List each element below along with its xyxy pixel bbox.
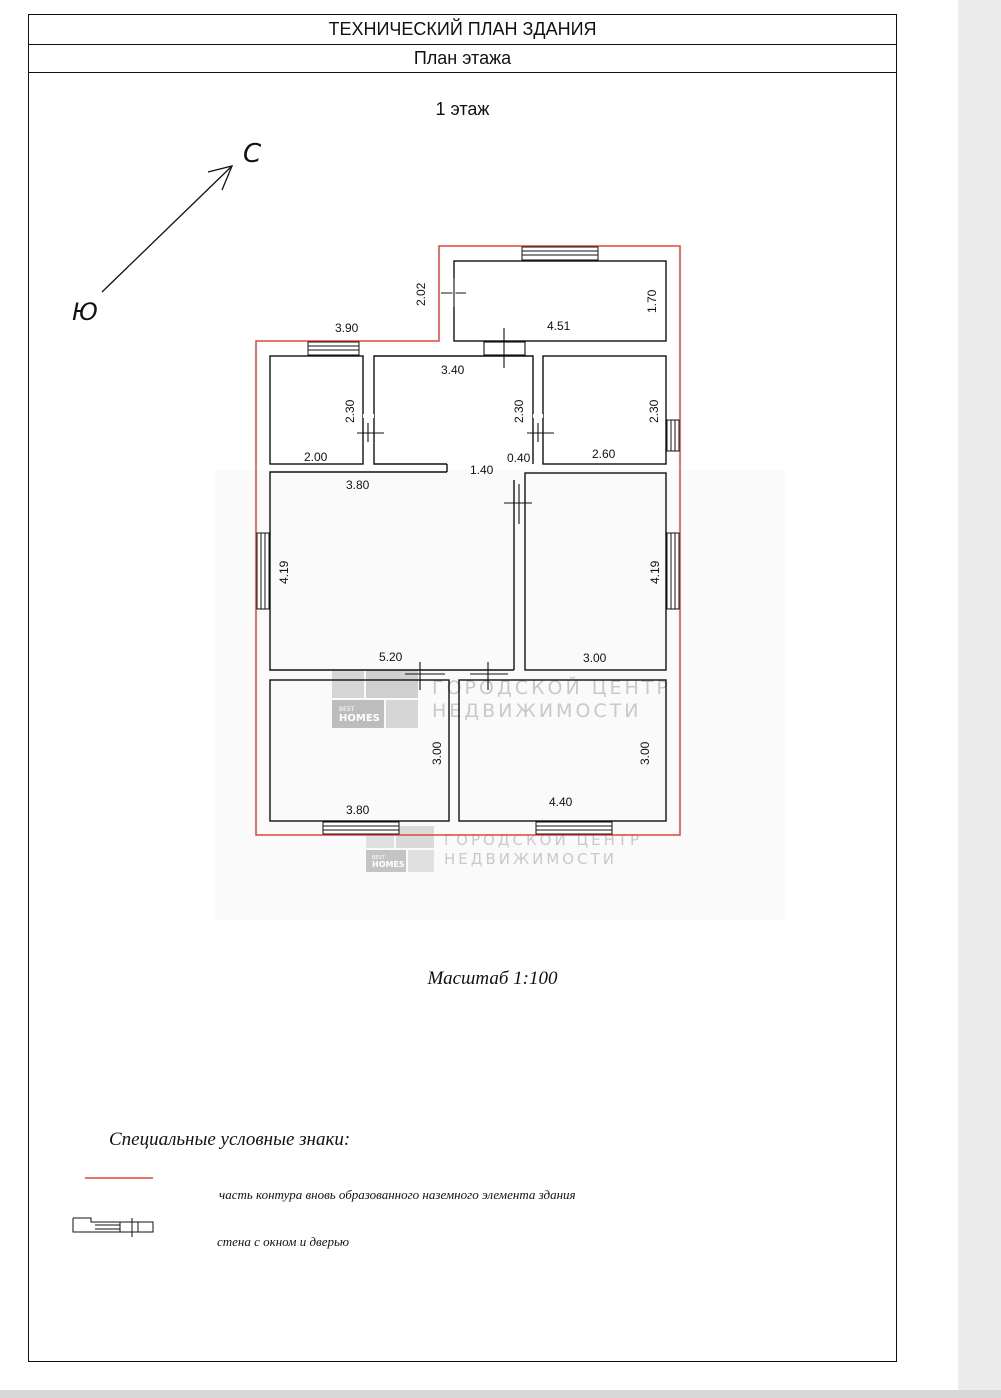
legend-contour-text: часть контура вновь образованного наземн…: [219, 1187, 576, 1202]
hall: [373, 355, 534, 465]
document-subtitle: План этажа: [29, 44, 896, 73]
dim-living-bottom: 5.20: [379, 650, 403, 664]
dim-corridor-width: 1.40: [470, 463, 494, 477]
building-contour: [255, 245, 681, 836]
watermark-logo-top: BEST: [339, 706, 355, 713]
dim-top-left-width: 3.90: [335, 321, 359, 335]
watermark-logo-bottom-2: HOMES: [372, 860, 405, 869]
window-room-g: [535, 821, 613, 835]
dim-door-gap: 0.40: [507, 451, 531, 465]
dim-room-f-width: 3.80: [346, 803, 370, 817]
room-e: [524, 472, 667, 671]
dim-top-left-outer: 2.02: [414, 282, 428, 306]
room-a: [269, 355, 364, 465]
watermark-line2: НЕДВИЖИМОСТИ: [432, 700, 642, 722]
compass-south-label: Ю: [72, 298, 98, 326]
watermark: BEST HOMES ГОРОДСКОЙ ЦЕНТР НЕДВИЖИМОСТИ …: [215, 470, 785, 920]
dim-hall-width: 3.40: [441, 363, 465, 377]
room-c: [542, 355, 667, 465]
dim-room-a-height: 2.30: [343, 399, 357, 423]
watermark-logo-top-2: BEST: [372, 855, 386, 861]
dim-room-f-height: 3.00: [430, 741, 444, 765]
dimension-labels: 4.51 1.70 2.02 3.90 3.40 2.30 2.00 2.30 …: [277, 282, 662, 817]
compass-north-label: С: [243, 139, 262, 169]
scale-label: Масштаб 1:100: [427, 968, 558, 989]
dim-room-a-width: 2.00: [304, 450, 328, 464]
legend-symbols: [72, 1177, 154, 1237]
room-g: [458, 679, 667, 822]
doors: [357, 278, 554, 690]
bottom-bar: [0, 1390, 1001, 1398]
drawing-frame: ТЕХНИЧЕСКИЙ ПЛАН ЗДАНИЯ План этажа 1 эта…: [28, 14, 897, 1362]
window-room-a: [307, 341, 360, 356]
window-top: [521, 246, 599, 261]
window-room-e: [666, 532, 680, 610]
watermark-logo-bottom: HOMES: [339, 713, 380, 724]
dim-living-height: 4.19: [277, 560, 291, 584]
dim-room-e-height: 4.19: [648, 560, 662, 584]
dim-room-g-height: 3.00: [638, 741, 652, 765]
dim-hall-height: 2.30: [512, 399, 526, 423]
room-walls: [269, 260, 667, 822]
dim-top-room-width: 4.51: [547, 319, 571, 333]
window-room-c: [666, 419, 680, 452]
dim-living-width: 3.80: [346, 478, 370, 492]
watermark-line1: ГОРОДСКОЙ ЦЕНТР: [432, 676, 671, 699]
legend-wall-symbol: [72, 1217, 154, 1237]
dim-room-g-width: 4.40: [549, 795, 573, 809]
windows: [256, 246, 680, 835]
compass-arrow-head: [207, 165, 234, 191]
floor-plan: BEST HOMES ГОРОДСКОЙ ЦЕНТР НЕДВИЖИМОСТИ …: [72, 139, 785, 1237]
dim-top-room-height: 1.70: [645, 289, 659, 313]
legend-title: Специальные условные знаки:: [109, 1129, 351, 1150]
compass-arrow-line: [101, 165, 233, 293]
dim-room-c-width: 2.60: [592, 447, 616, 461]
compass: С Ю: [72, 139, 262, 326]
legend-wall-text: стена с окном и дверью: [217, 1234, 350, 1249]
document-title: ТЕХНИЧЕСКИЙ ПЛАН ЗДАНИЯ: [29, 15, 896, 45]
window-living: [256, 532, 270, 610]
living-room: [269, 471, 514, 671]
room-f: [269, 679, 450, 822]
floor-label: 1 этаж: [435, 99, 490, 119]
dim-room-c-height: 2.30: [647, 399, 661, 423]
watermark-line2-2: НЕДВИЖИМОСТИ: [444, 850, 617, 868]
dim-room-e-width: 3.00: [583, 651, 607, 665]
window-room-f: [322, 821, 400, 835]
